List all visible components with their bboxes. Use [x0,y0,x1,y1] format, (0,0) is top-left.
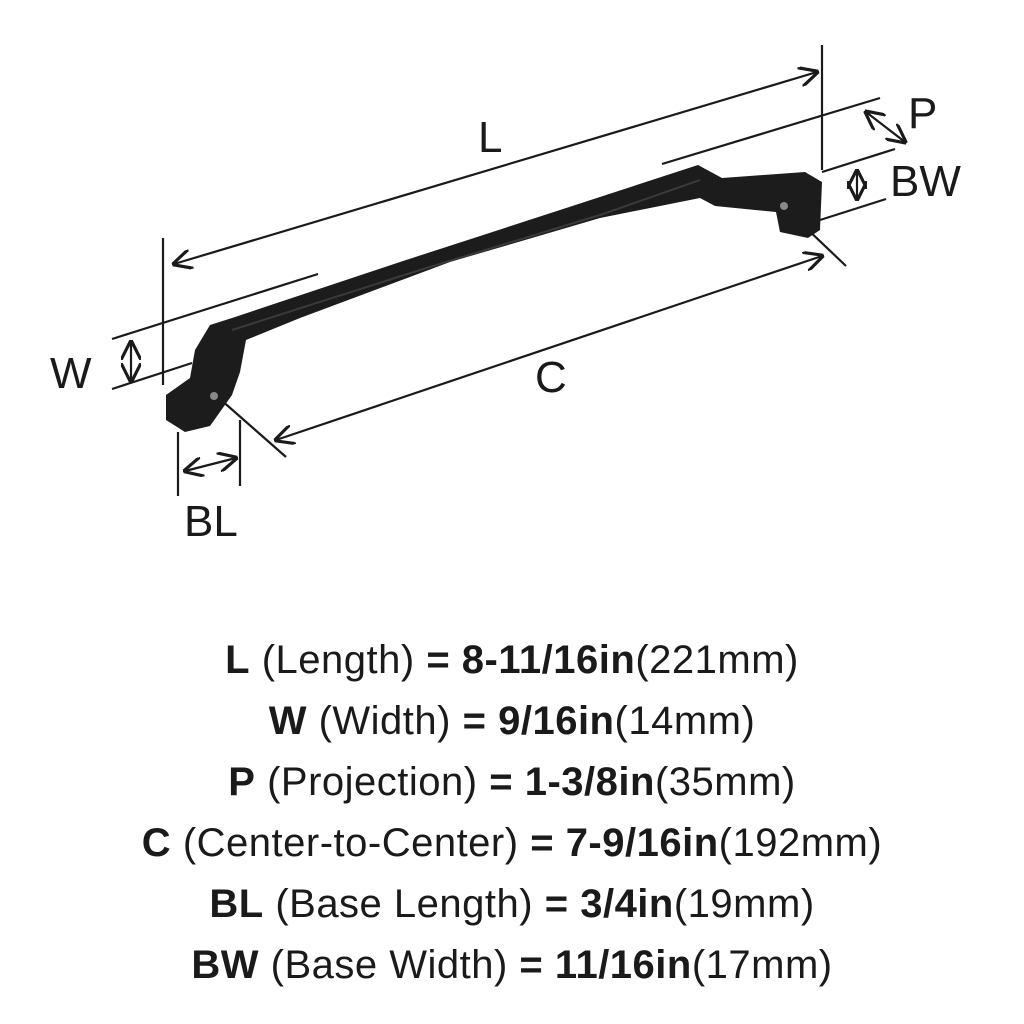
spec-name: (Center-to-Center) [182,821,519,865]
spec-code: BW [191,943,259,987]
label-BL: BL [184,497,238,546]
spec-length: L (Length) = 8-11/16in(221mm) [0,630,1024,691]
handle-body [166,165,822,432]
label-BW: BW [890,157,961,206]
spec-eq: = [519,943,544,987]
spec-name: (Base Length) [275,882,534,926]
length-dimension-line [174,72,817,264]
mount-hole-left [210,392,218,400]
width-extension-bottom [111,361,193,391]
width-extension-top [111,272,319,341]
spec-code: P [228,760,256,804]
spec-imperial: 8-11/16in [461,638,636,682]
spec-list: L (Length) = 8-11/16in(221mm) W (Width) … [0,630,1024,996]
spec-code: L [225,638,251,682]
spec-name: (Width) [318,699,451,743]
base-width-extension-bottom [819,197,887,222]
spec-code: W [268,699,307,743]
spec-imperial: 11/16in [554,943,692,987]
spec-metric: (14mm) [614,699,756,743]
spec-name: (Base Width) [270,943,508,987]
spec-code: BL [209,882,264,926]
spec-eq: = [462,699,487,743]
spec-width: W (Width) = 9/16in(14mm) [0,691,1024,752]
spec-imperial: 3/4in [580,882,674,926]
spec-code: C [141,821,172,865]
spec-metric: (19mm) [673,882,815,926]
spec-eq: = [544,882,569,926]
base-length-arrow [185,458,236,471]
projection-extension-top [661,96,881,166]
spec-eq: = [426,638,451,682]
handle-dimension-diagram: L C W BL BW P [50,45,961,546]
spec-metric: (17mm) [691,943,833,987]
spec-projection: P (Projection) = 1-3/8in(35mm) [0,752,1024,813]
spec-name: (Projection) [267,760,478,804]
spec-eq: = [489,760,514,804]
label-C: C [535,353,567,402]
label-P: P [908,89,937,138]
mount-hole-right [780,202,788,210]
spec-imperial: 1-3/8in [524,760,655,804]
spec-name: (Length) [261,638,415,682]
base-width-extension-top [821,147,896,174]
spec-base-length: BL (Base Length) = 3/4in(19mm) [0,874,1024,935]
label-W: W [50,349,92,398]
spec-imperial: 9/16in [498,699,615,743]
label-L: L [478,113,502,162]
spec-center-to-center: C (Center-to-Center) = 7-9/16in(192mm) [0,813,1024,874]
spec-base-width: BW (Base Width) = 11/16in(17mm) [0,935,1024,996]
spec-imperial: 7-9/16in [565,821,719,865]
spec-metric: (35mm) [654,760,796,804]
center-dimension-line [276,256,822,440]
spec-metric: (221mm) [635,638,799,682]
projection-arrow [866,112,905,142]
spec-metric: (192mm) [718,821,883,865]
spec-eq: = [530,821,555,865]
